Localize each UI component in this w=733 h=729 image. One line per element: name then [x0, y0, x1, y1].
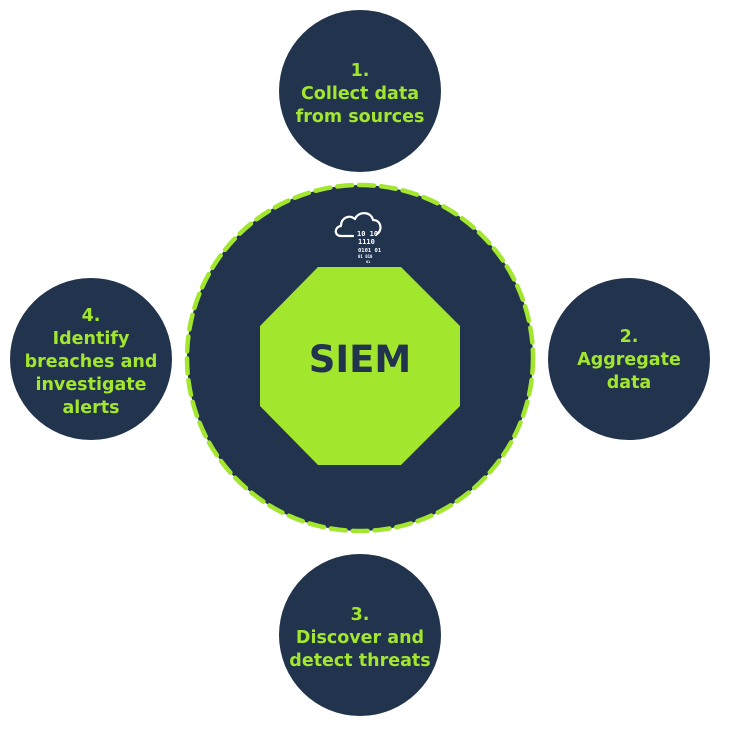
step-3-text: 3. Discover and detect threats	[289, 604, 430, 673]
svg-text:10 10: 10 10	[357, 230, 378, 238]
step-2-line-2: data	[606, 372, 652, 393]
step-4-line-4: alerts	[62, 397, 120, 418]
step-2-number: 2.	[619, 326, 639, 347]
step-1-line-2: from sources	[295, 106, 425, 127]
svg-text:1110: 1110	[358, 238, 375, 246]
hub-label: SIEM	[308, 338, 412, 381]
hub-octagon	[260, 267, 460, 465]
step-4-line-3: investigate	[35, 374, 147, 395]
step-1-text: 1. Collect data from sources	[296, 60, 425, 129]
step-3-number: 3.	[350, 604, 370, 625]
step-4-text: 4. Identify breaches and investigate ale…	[25, 305, 158, 420]
step-4-circle: 4. Identify breaches and investigate ale…	[10, 278, 172, 440]
step-3-circle: 3. Discover and detect threats	[279, 554, 441, 716]
hub-dashed-border	[184, 182, 536, 534]
step-4-number: 4.	[81, 305, 101, 326]
step-1-line-1: Collect data	[300, 83, 420, 104]
step-2-text: 2. Aggregate data	[577, 326, 681, 395]
cloud-data-icon: 10 10 1110 0101 01 01 010 01	[334, 212, 382, 264]
svg-text:0101 01: 0101 01	[358, 248, 382, 254]
svg-text:01 010: 01 010	[358, 254, 373, 259]
svg-text:01: 01	[366, 260, 370, 264]
step-4-line-2: breaches and	[24, 351, 158, 372]
step-2-line-1: Aggregate	[577, 349, 681, 370]
step-2-circle: 2. Aggregate data	[548, 278, 710, 440]
step-1-number: 1.	[350, 60, 370, 81]
step-3-line-2: detect threats	[289, 650, 431, 671]
step-4-line-1: Identify	[52, 328, 130, 349]
step-1-circle: 1. Collect data from sources	[279, 10, 441, 172]
step-3-line-1: Discover and	[295, 627, 425, 648]
